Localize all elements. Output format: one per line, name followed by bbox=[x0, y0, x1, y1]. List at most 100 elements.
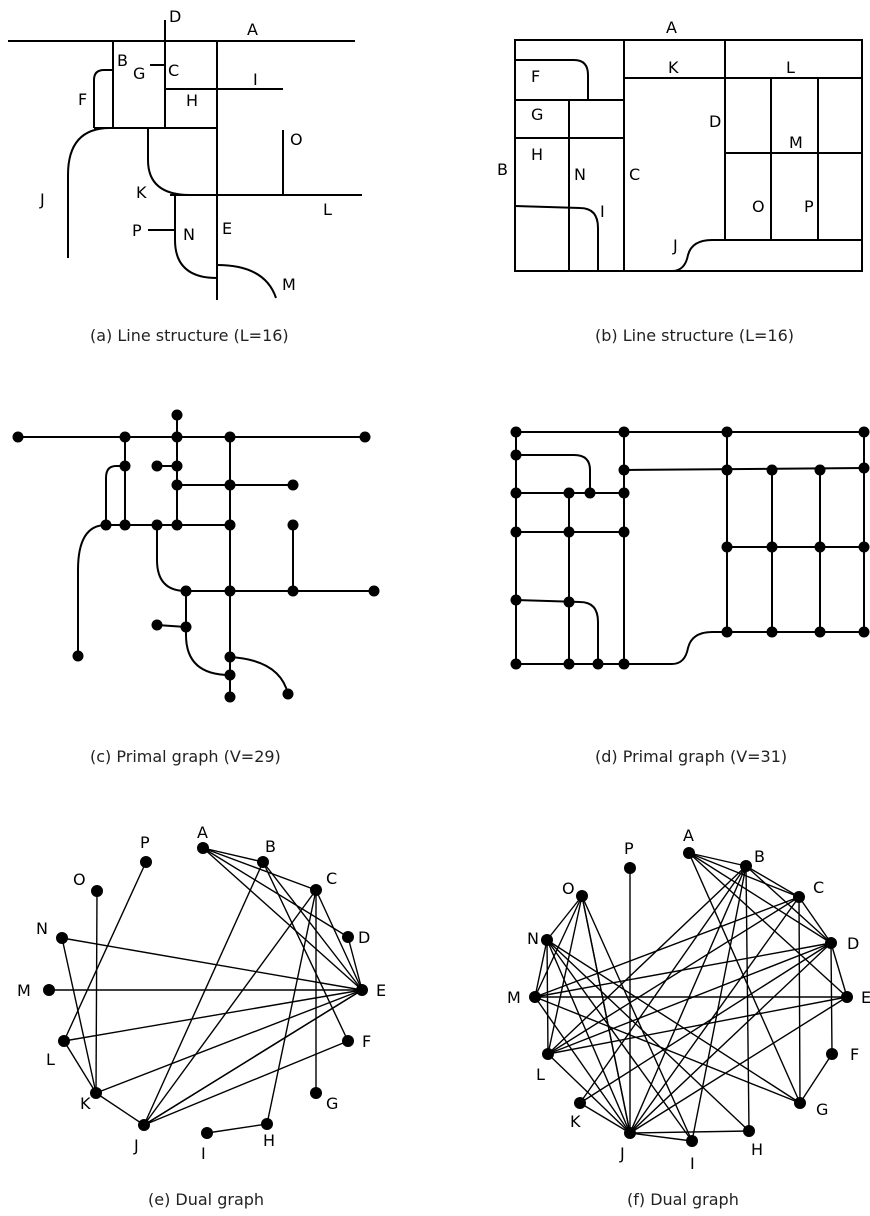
panel-e-node-B bbox=[257, 856, 269, 868]
panel-d-vertex bbox=[766, 626, 778, 638]
panel-f-node-label-O: O bbox=[562, 879, 575, 898]
panel-f-node-label-G: G bbox=[816, 1100, 828, 1119]
panel-e-edge-A-E bbox=[202, 847, 363, 991]
panel-f-edge-F-G bbox=[799, 1053, 833, 1104]
panel-d-vertex bbox=[618, 464, 630, 476]
panel-d-vertex bbox=[858, 626, 870, 638]
panel-c-vertex bbox=[224, 585, 236, 597]
panel-d-vertex bbox=[814, 626, 826, 638]
panel-f-edge-D-L bbox=[547, 942, 832, 1055]
panel-f-edge-N-O bbox=[546, 895, 583, 941]
panel-e-node-C bbox=[310, 884, 322, 896]
panel-b-label-C: C bbox=[629, 165, 640, 184]
panel-e-edge-K-L bbox=[63, 1040, 97, 1094]
panel-d-vertex bbox=[858, 462, 870, 474]
panel-f-node-N bbox=[541, 934, 553, 946]
panel-e-node-D bbox=[342, 931, 354, 943]
panel-f-edge-C-L bbox=[547, 896, 800, 1055]
panel-a-label-C: C bbox=[168, 61, 179, 80]
panel-f-node-K bbox=[574, 1097, 586, 1109]
panel-e-node-label-A: A bbox=[197, 823, 208, 842]
panel-a-label-A: A bbox=[247, 20, 258, 39]
panel-e-node-label-M: M bbox=[17, 981, 31, 1000]
panel-d-primal-graph bbox=[515, 431, 865, 665]
panel-d-vertex bbox=[814, 541, 826, 553]
panel-b-labels: A K L F G D M H B N C O P I J bbox=[497, 18, 814, 255]
panel-e-edge-K-N bbox=[61, 937, 97, 1094]
panel-a-label-L: L bbox=[323, 200, 332, 219]
panel-f-edge-I-N bbox=[546, 939, 693, 1142]
panel-b-label-N: N bbox=[574, 165, 586, 184]
panel-f-node-A bbox=[683, 847, 695, 859]
panel-c-vertex bbox=[171, 409, 183, 421]
panel-f-node-P bbox=[624, 862, 636, 874]
panel-f-edge-B-H bbox=[745, 865, 750, 1132]
panel-b-label-O: O bbox=[752, 197, 765, 216]
panel-a-label-G: G bbox=[133, 64, 145, 83]
panel-c-vertex bbox=[171, 460, 183, 472]
panel-f-edge-D-K bbox=[579, 942, 832, 1104]
panel-d-vertex bbox=[563, 596, 575, 608]
panel-d-vertex bbox=[721, 541, 733, 553]
panel-e-node-label-P: P bbox=[140, 833, 150, 852]
panel-d-vertex bbox=[618, 426, 630, 438]
panel-f-edge-A-E bbox=[688, 852, 848, 998]
panel-e-edge-C-E bbox=[315, 889, 363, 991]
panel-e-edge-E-L bbox=[63, 989, 363, 1042]
panel-c-vertex bbox=[72, 650, 84, 662]
panel-c-vertex bbox=[12, 431, 24, 443]
panel-d-vertex bbox=[510, 449, 522, 461]
panel-a-label-P: P bbox=[132, 221, 142, 240]
panel-e-node-label-G: G bbox=[326, 1094, 338, 1113]
panel-c-vertex bbox=[151, 519, 163, 531]
panel-f-node-label-D: D bbox=[847, 934, 859, 953]
panel-d-vertices bbox=[510, 426, 870, 670]
panel-f-node-label-C: C bbox=[813, 878, 824, 897]
panel-c-vertex bbox=[224, 651, 236, 663]
panel-f-edge-B-D bbox=[745, 865, 832, 944]
panel-c-caption: (c) Primal graph (V=29) bbox=[90, 747, 281, 766]
panel-d-vertex bbox=[510, 426, 522, 438]
panel-e-node-label-L: L bbox=[46, 1050, 55, 1069]
panel-c-vertex bbox=[151, 460, 163, 472]
panel-f-edge-B-L bbox=[547, 865, 747, 1055]
panel-a-line-structure bbox=[8, 20, 362, 300]
panel-e-edge-A-B bbox=[202, 847, 264, 863]
panel-e-edge-K-O bbox=[95, 890, 98, 1094]
panel-f-node-label-P: P bbox=[624, 839, 634, 858]
panel-c-vertex bbox=[171, 431, 183, 443]
panel-a-label-N: N bbox=[183, 225, 195, 244]
panel-b-label-I: I bbox=[600, 202, 605, 221]
panel-a-label-D: D bbox=[169, 7, 181, 26]
panel-e-node-label-O: O bbox=[73, 870, 86, 889]
panel-e-caption: (e) Dual graph bbox=[148, 1190, 264, 1209]
panel-d-vertex bbox=[814, 464, 826, 476]
panel-e-node-label-F: F bbox=[362, 1032, 371, 1051]
panel-f-node-M bbox=[529, 991, 541, 1003]
panel-f-edge-H-J bbox=[629, 1130, 750, 1134]
panel-f-edge-C-D bbox=[798, 896, 832, 944]
panel-b-label-D: D bbox=[709, 112, 721, 131]
panel-e-node-J bbox=[138, 1119, 150, 1131]
panel-c-vertex bbox=[368, 585, 380, 597]
panel-d-vertex bbox=[721, 426, 733, 438]
panel-a-label-O: O bbox=[290, 130, 303, 149]
panel-e-edge-B-E bbox=[262, 861, 363, 991]
panel-d-vertex bbox=[858, 541, 870, 553]
panel-e-edge-J-E bbox=[143, 989, 363, 1126]
panel-f-node-label-A: A bbox=[683, 826, 694, 845]
panel-c-vertex bbox=[180, 621, 192, 633]
panel-e-edge-A-D bbox=[202, 847, 349, 938]
panel-f-node-J bbox=[624, 1127, 636, 1139]
panel-f-node-C bbox=[793, 891, 805, 903]
panel-e-node-E bbox=[356, 984, 368, 996]
panel-d-vertex bbox=[510, 594, 522, 606]
panel-f-caption: (f) Dual graph bbox=[627, 1190, 739, 1209]
panel-f-edge-J-K bbox=[579, 1102, 631, 1134]
panel-c-vertex bbox=[171, 519, 183, 531]
panel-e-node-K bbox=[90, 1087, 102, 1099]
panel-e-node-H bbox=[261, 1118, 273, 1130]
